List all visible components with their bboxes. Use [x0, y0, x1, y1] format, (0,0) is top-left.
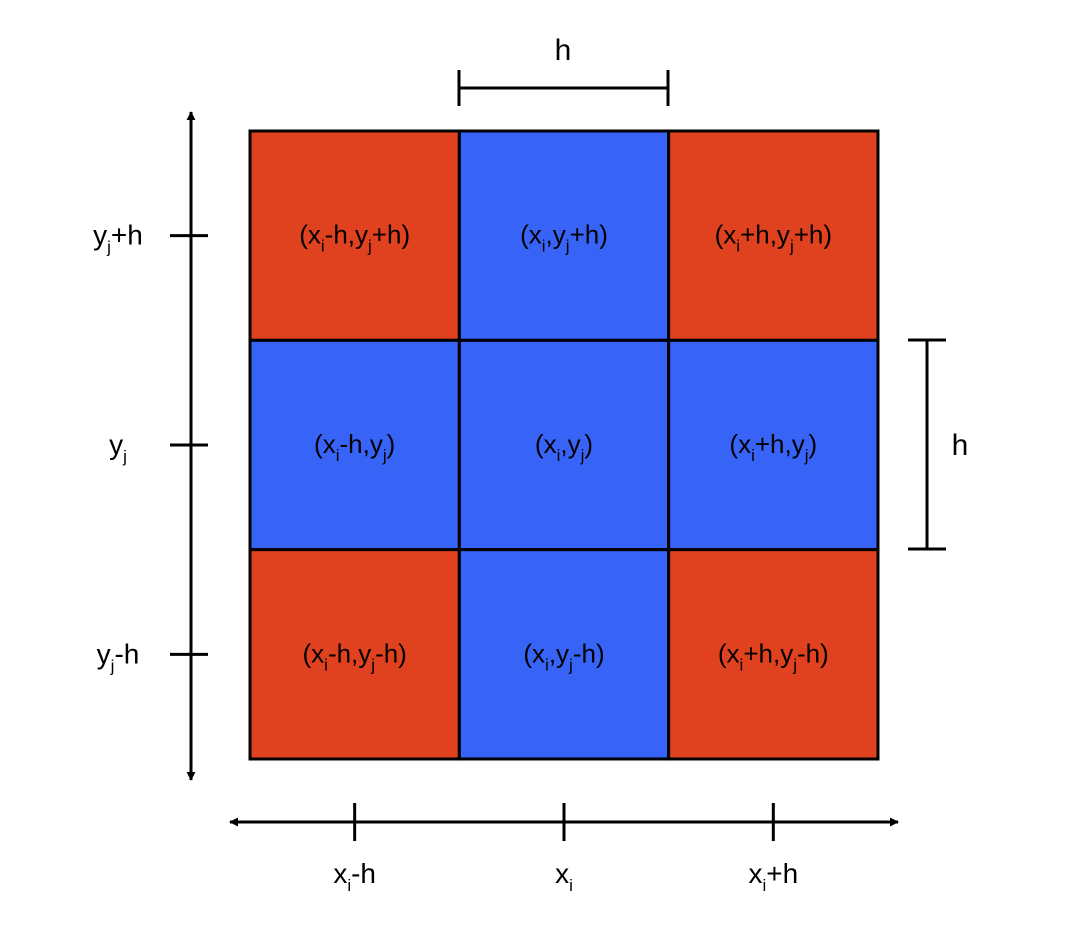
grid-cell-label-part: +h,y	[743, 638, 793, 668]
top-spacing-bracket: h	[457, 34, 670, 106]
right-spacing-bracket: h	[908, 338, 969, 551]
grid-cell-corner	[667, 129, 880, 342]
grid-cell-label-part: i	[736, 237, 740, 256]
grid-cell-label-part: j	[382, 446, 387, 465]
x-tick-label-part: i	[762, 876, 766, 895]
grid-cell-label-part: i	[557, 446, 561, 465]
grid-cell-label-part: j	[789, 237, 794, 256]
grid-cell-label-part: ,y	[546, 220, 566, 250]
grid-cell-label: (xi+h,yj-h)	[718, 638, 829, 674]
grid-cell-label-part: ,y	[549, 638, 569, 668]
grid-cell-label-part: +h)	[794, 220, 832, 250]
grid-cell-label: (xi-h,yj+h)	[299, 220, 410, 256]
grid-cell-label-part: j	[367, 237, 372, 256]
grid-cell-label-part: )	[809, 429, 818, 459]
grid-cell-label-part: (x	[718, 638, 740, 668]
grid-cell-label-part: (x	[302, 638, 324, 668]
grid-cell-label: (xi,yj-h)	[523, 638, 604, 674]
grid-cell-label-part: i	[336, 446, 340, 465]
grid-cell-corner	[248, 129, 461, 342]
grid-cell-label-part: i	[751, 446, 755, 465]
grid-cell-cross	[457, 129, 671, 342]
grid-cell-label-part: -h,y	[325, 220, 368, 250]
grid-cell-label-part: -h,y	[339, 429, 382, 459]
grid-cell-label-part: -h)	[573, 638, 605, 668]
grid-cell-label-part: +h,y	[755, 429, 805, 459]
x-tick-label-part: x	[748, 858, 762, 889]
grid-cell-corner	[248, 548, 461, 761]
grid-cell-label-part: )	[584, 429, 593, 459]
grid-cell-label-part: j	[568, 655, 573, 674]
grid-cell-cross	[667, 338, 880, 552]
y-tick-label: yj+h	[93, 220, 143, 257]
grid-cell-label: (xi-h,yj-h)	[302, 638, 406, 674]
y-tick-label-part: y	[109, 429, 123, 460]
grid-cell-label-part: -h)	[375, 638, 407, 668]
x-tick-label: xi	[555, 858, 573, 895]
grid-cell-label-part: j	[580, 446, 585, 465]
x-tick-label-part: +h	[766, 858, 798, 889]
grid-cell-label-part: j	[565, 237, 570, 256]
grid-cell-label-part: j	[792, 655, 797, 674]
y-tick-label-part: y	[93, 220, 107, 251]
x-tick-label-part: x	[333, 858, 347, 889]
grid-cell-label-part: +h,y	[740, 220, 790, 250]
grid-cell-label-part: i	[321, 237, 325, 256]
grid-cell-label-part: (x	[314, 429, 336, 459]
grid-cell-label-part: i	[324, 655, 328, 674]
grid-cell-label-part: +h)	[372, 220, 410, 250]
y-tick-label-part: -h	[114, 638, 139, 669]
grid-cell-label: (xi+h,yj)	[729, 429, 817, 465]
grid-cell-label-part: (x	[729, 429, 751, 459]
y-tick-label: yj	[109, 429, 127, 466]
x-tick-label-part: x	[555, 858, 569, 889]
grid-cell-label-part: (x	[520, 220, 542, 250]
grid-cell-label-part: (x	[715, 220, 737, 250]
grid-cell-label: (xi,yj+h)	[520, 220, 608, 256]
grid-cell-label-part: j	[370, 655, 375, 674]
grid-cell-label: (xi,yj)	[535, 429, 593, 465]
grid-cell-label-part: (x	[535, 429, 557, 459]
x-tick-label-part: i	[347, 876, 351, 895]
y-tick-label-part: j	[122, 447, 127, 466]
x-tick-label-part: i	[569, 876, 573, 895]
y-tick-label-part: j	[106, 238, 111, 257]
x-tick-label-part: -h	[351, 858, 376, 889]
grid-cell-label-part: (x	[299, 220, 321, 250]
x-tick-label: xi+h	[748, 858, 798, 895]
grid-cell-cross	[457, 548, 671, 761]
grid-cell-label-part: ,y	[560, 429, 580, 459]
grid-cell-label-part: j	[804, 446, 809, 465]
grid-cell-label: (xi-h,yj)	[314, 429, 395, 465]
x-tick-label: xi-h	[333, 858, 376, 895]
grid-cell-label: (xi+h,yj+h)	[715, 220, 832, 256]
grid-cell-label-part: i	[542, 237, 546, 256]
grid-cells: (xi-h,yj+h)(xi,yj+h)(xi+h,yj+h)(xi-h,yj)…	[248, 129, 880, 761]
right-spacing-label: h	[952, 429, 969, 462]
grid-cell-label-part: +h)	[570, 220, 608, 250]
y-tick-label-part: j	[110, 656, 115, 675]
grid-cell-label-part: -h,y	[328, 638, 371, 668]
grid-cell-label-part: )	[387, 429, 396, 459]
grid-cell-label-part: i	[545, 655, 549, 674]
y-tick-label: yj-h	[97, 638, 140, 675]
grid-cell-label-part: (x	[523, 638, 545, 668]
top-spacing-label: h	[555, 34, 572, 67]
grid-cell-cross	[457, 338, 671, 552]
grid-cell-label-part: i	[740, 655, 744, 674]
y-tick-label-part: +h	[111, 220, 143, 251]
y-tick-label-part: y	[97, 638, 111, 669]
grid-cell-corner	[667, 548, 880, 761]
grid-cell-label-part: -h)	[797, 638, 829, 668]
